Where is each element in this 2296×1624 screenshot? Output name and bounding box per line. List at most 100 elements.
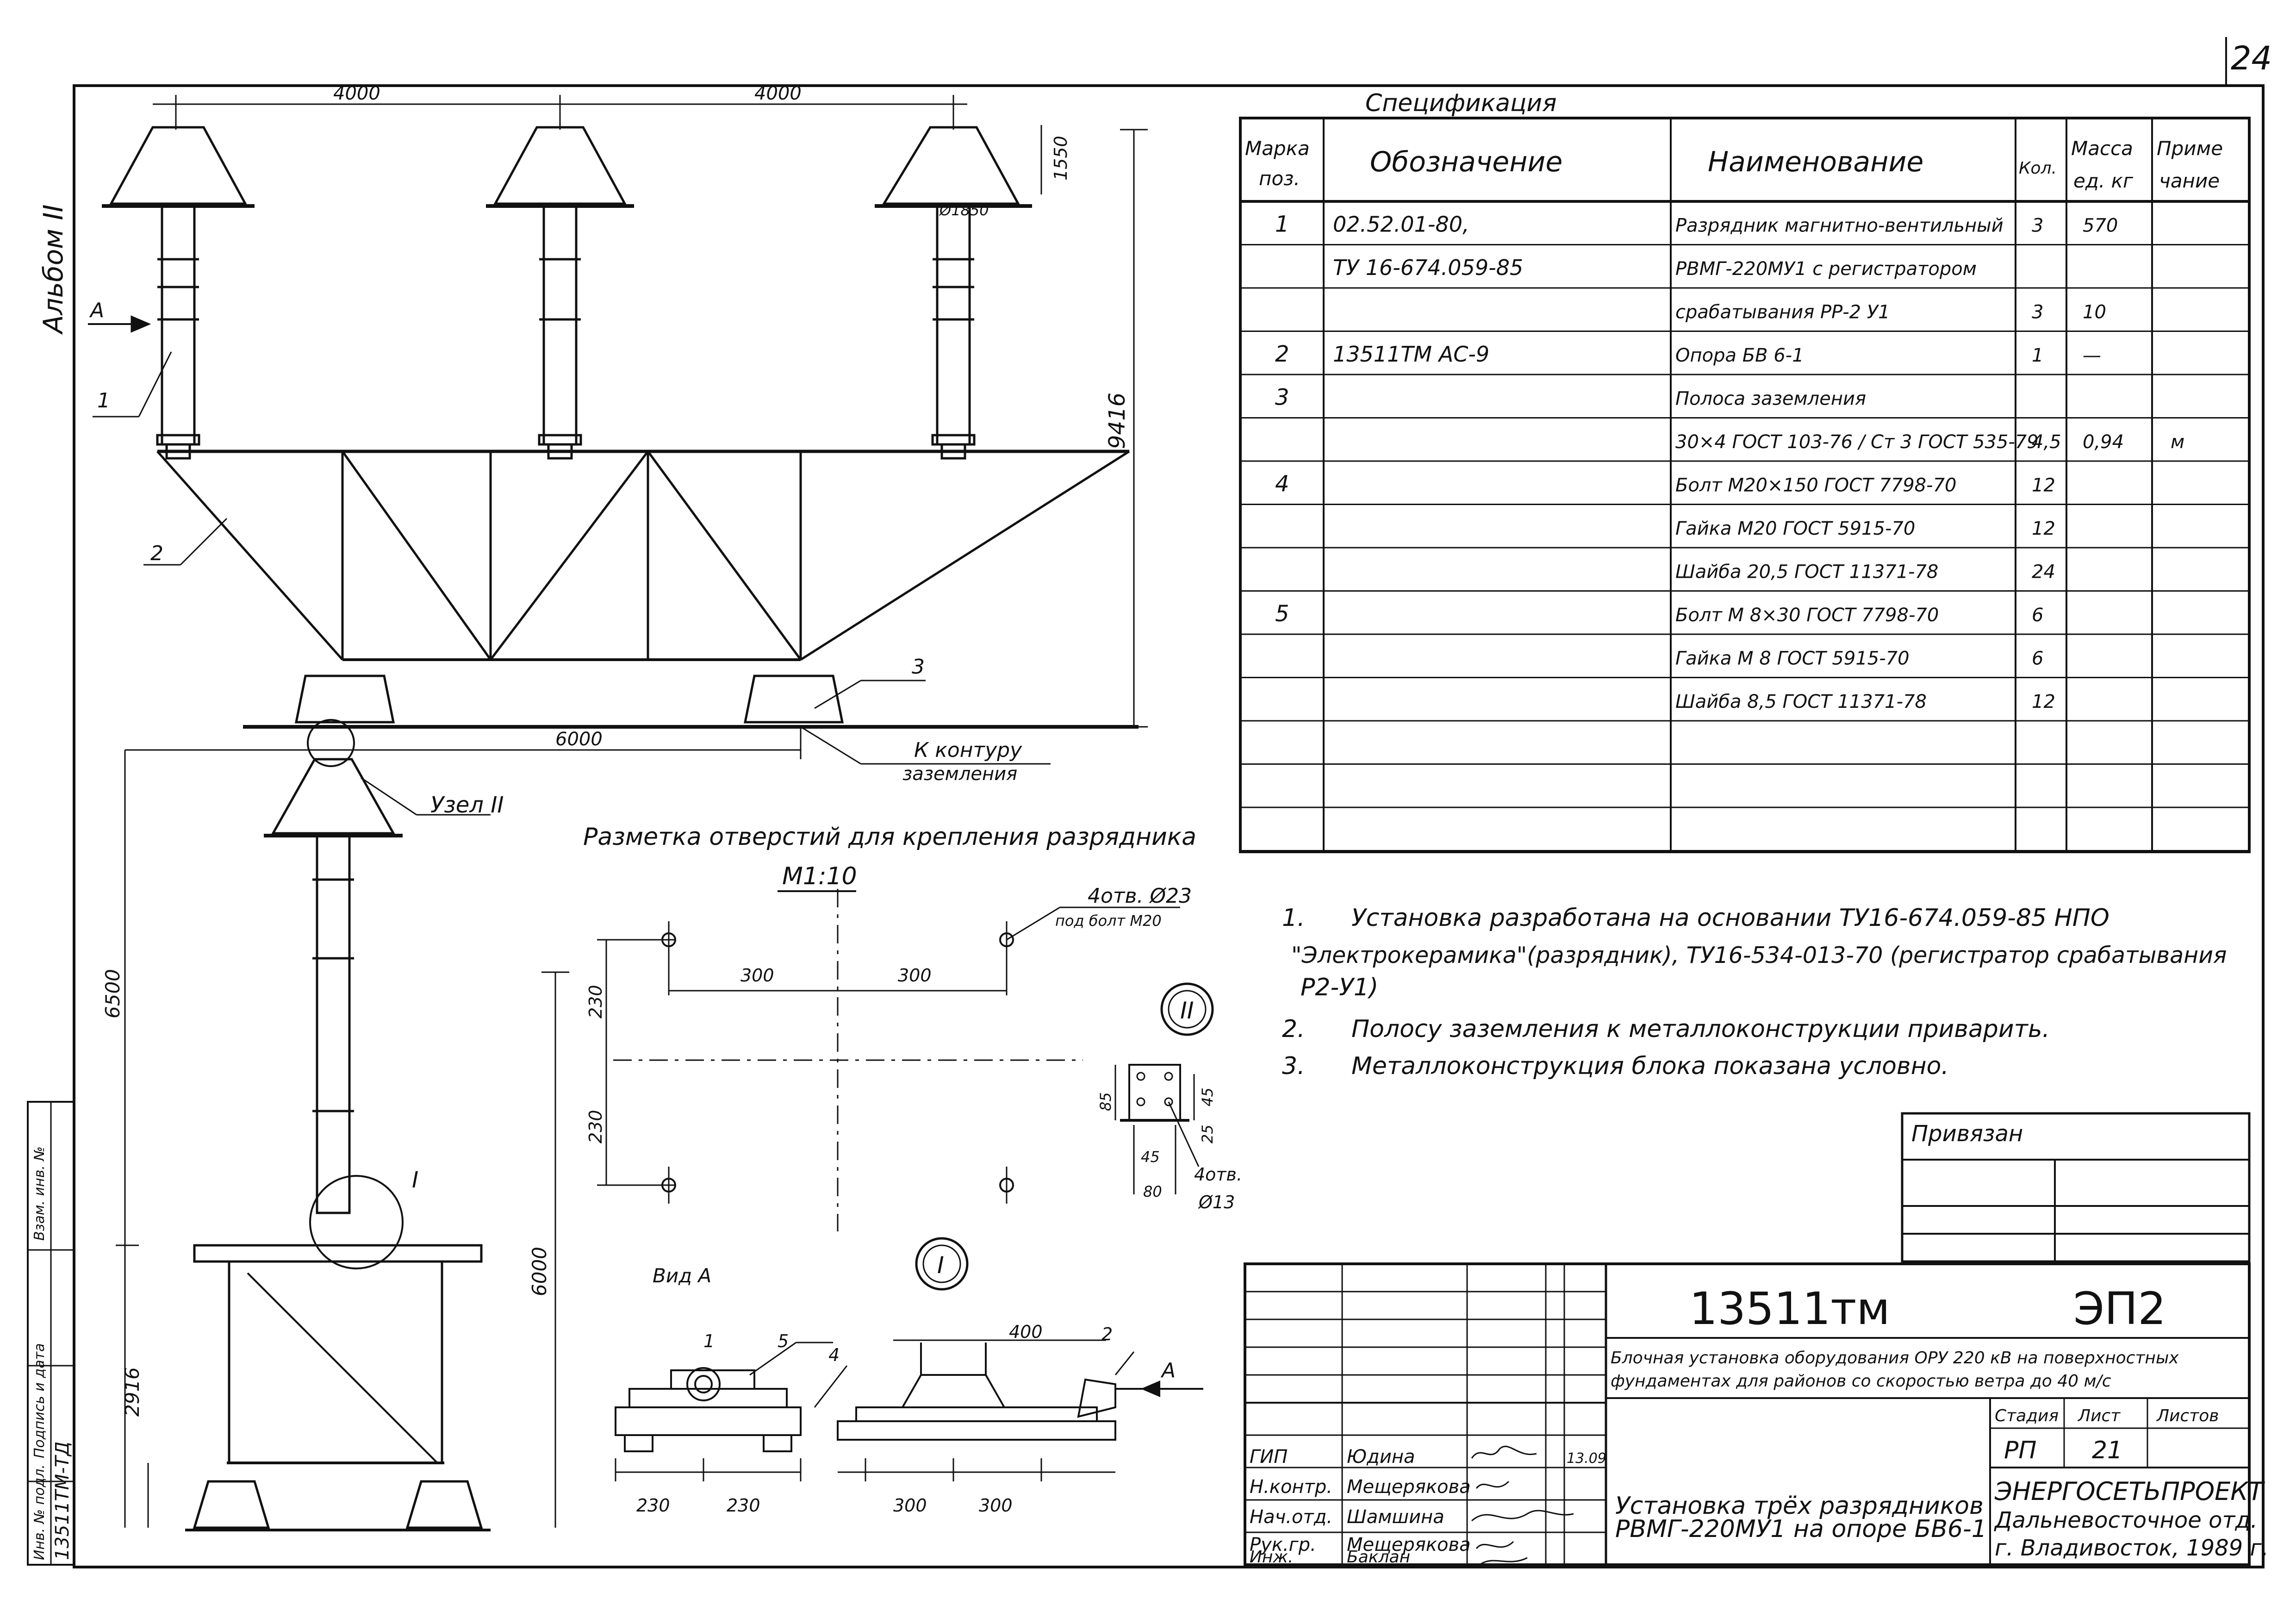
- stage-value: РП: [2004, 1437, 2036, 1464]
- view-A-callout-1: 1: [703, 1331, 715, 1351]
- sheet-frame: [73, 37, 2265, 1568]
- side-ref: 13511ТМ-ТД: [52, 1442, 73, 1560]
- spec-cell-name: Болт М 8×30 ГОСТ 7798-70: [1675, 605, 1939, 626]
- side-dim-upper: 6500: [101, 969, 124, 1018]
- node-II-hole-d: Ø13: [1198, 1192, 1235, 1212]
- side-stamp-label-2: Подпись и дата: [31, 1343, 48, 1459]
- holes-dim-h2: 300: [898, 965, 932, 986]
- view-A-dim-300a: 300: [893, 1495, 927, 1516]
- spec-cell-qty: 12: [2032, 691, 2055, 712]
- spec-cell-name: Опора БВ 6-1: [1675, 345, 1804, 366]
- spec-cell-mark: 1: [1275, 212, 1289, 237]
- role-5: Инж.: [1250, 1548, 1293, 1567]
- spec-cell-note: м: [2171, 431, 2184, 453]
- spec-cell-name: срабатывания РР-2 У1: [1675, 302, 1890, 323]
- spec-cell-name: РВМГ-220МУ1 с регистратором: [1675, 258, 1977, 280]
- role-4: Рук.гр.: [1250, 1534, 1316, 1555]
- node-II-dim-80: 80: [1143, 1183, 1162, 1200]
- holes-title: Разметка отверстий для крепления разрядн…: [583, 823, 1196, 851]
- note-1c-text: Р2-У1): [1300, 974, 1378, 1001]
- note-3-num: 3.: [1282, 1052, 1305, 1080]
- spec-h-mass-1: Масса: [2071, 137, 2133, 160]
- node-II-label: II: [1180, 997, 1194, 1024]
- doc-code: 13511тм: [1689, 1283, 1890, 1335]
- role-3: Нач.отд.: [1250, 1506, 1332, 1528]
- spec-cell-qty: 3: [2032, 302, 2043, 323]
- view-A-dim-230b: 230: [727, 1495, 760, 1516]
- view-arrow-label: А: [89, 299, 104, 322]
- role-1-name: Юдина: [1347, 1446, 1415, 1468]
- side-stamp-label-1: Инв. № подл.: [31, 1464, 48, 1560]
- spec-cell-qty: 6: [2032, 648, 2043, 669]
- spec-cell-name: Шайба 20,5 ГОСТ 11371-78: [1675, 562, 1938, 583]
- sheet-code: ЭП2: [2073, 1283, 2166, 1335]
- page-number: 24: [2231, 39, 2272, 77]
- project-title-2: фундаментах для районов со скоростью вет…: [1611, 1372, 2111, 1391]
- spec-cell-qty: 1: [2032, 345, 2043, 366]
- spec-cell-mass: 0,94: [2083, 431, 2124, 453]
- note-1-text: Установка разработана на основании ТУ16-…: [1351, 904, 2109, 932]
- node-II-dim-85: 85: [1097, 1092, 1114, 1111]
- role-1-date: 13.09: [1567, 1450, 1606, 1467]
- ground-label-2: заземления: [902, 763, 1017, 785]
- side-node-I: I: [412, 1167, 418, 1193]
- spec-cell-mass: 570: [2083, 215, 2118, 237]
- spec-cell-mark: 4: [1275, 471, 1289, 497]
- holes-dim-v2: 230: [585, 1110, 606, 1143]
- signatures: [1471, 1445, 1574, 1565]
- dim-diameter: Ø1850: [939, 201, 989, 219]
- spec-cell-name: Гайка М 8 ГОСТ 5915-70: [1675, 648, 1910, 669]
- dim-total-height: 9416: [1104, 393, 1130, 449]
- role-3-name: Шамшина: [1347, 1506, 1444, 1528]
- side-node-label: Узел II: [430, 792, 504, 818]
- stage-header: Стадия: [1995, 1406, 2059, 1425]
- view-A-callout-4: 4: [828, 1345, 840, 1365]
- dim-base-width: 6000: [555, 729, 603, 750]
- foundation-left: [294, 675, 395, 724]
- side-dim-base: 2916: [121, 1367, 143, 1417]
- elevation-view: [88, 95, 1148, 765]
- arrester-3: [875, 126, 1032, 460]
- spec-h-designation: Обозначение: [1370, 146, 1562, 178]
- role-4-name: Мещерякова: [1347, 1534, 1471, 1555]
- holes-dim-v1: 230: [585, 985, 606, 1018]
- note-1b-text: "Электрокерамика"(разрядник), ТУ16-534-0…: [1291, 942, 2227, 968]
- view-A-callout-5: 5: [778, 1331, 789, 1351]
- privyazan-box: [1901, 1112, 2251, 1263]
- spec-cell-mark: 5: [1275, 601, 1289, 627]
- spec-cell-qty: 6: [2032, 605, 2043, 626]
- spec-cell-name: Полоса заземления: [1675, 388, 1866, 410]
- view-A-arrow: А: [1160, 1359, 1176, 1382]
- side-stamp-label-3: Взам. инв. №: [31, 1146, 48, 1241]
- sheets-header: Листов: [2156, 1406, 2219, 1425]
- view-A-node-label: I: [937, 1252, 944, 1279]
- note-2-num: 2.: [1282, 1015, 1305, 1043]
- spec-cell-qty: 12: [2032, 518, 2055, 539]
- holes-bolt-label: под болт М20: [1055, 912, 1162, 930]
- dim-spacing-1: 4000: [333, 83, 380, 104]
- view-A-dim-230a: 230: [636, 1495, 670, 1516]
- drawing-title-2: РВМГ-220МУ1 на опоре БВ6-1: [1615, 1515, 1987, 1543]
- ground-label-1: К контуру: [914, 738, 1022, 762]
- node-II-dim-45a: 45: [1199, 1087, 1216, 1106]
- org-dept: Дальневосточное отд.: [1994, 1507, 2258, 1533]
- sheet-value: 21: [2092, 1437, 2122, 1464]
- spec-h-mass-2: ед. кг: [2073, 169, 2134, 192]
- spec-h-mark-1: Марка: [1245, 137, 1310, 160]
- role-1: ГИП: [1250, 1446, 1288, 1468]
- note-3-text: Металлоконструкция блока показана условн…: [1351, 1052, 1949, 1080]
- foundation-right: [743, 675, 844, 724]
- spec-cell-designation: 13511ТМ АС-9: [1333, 342, 1489, 367]
- notes: 1. Установка разработана на основании ТУ…: [1282, 904, 2227, 1080]
- dim-cap-height: 1550: [1051, 136, 1071, 181]
- view-A-title: Вид А: [653, 1264, 711, 1287]
- node-II-holes: 4отв.: [1194, 1164, 1242, 1185]
- spec-h-mark-2: поз.: [1259, 167, 1300, 190]
- truss-frame: [156, 450, 1130, 661]
- holes-scale: М1:10: [782, 862, 857, 890]
- side-view: [116, 719, 569, 1531]
- spec-h-qty: Кол.: [2019, 159, 2057, 178]
- spec-cell-qty: 12: [2032, 475, 2055, 496]
